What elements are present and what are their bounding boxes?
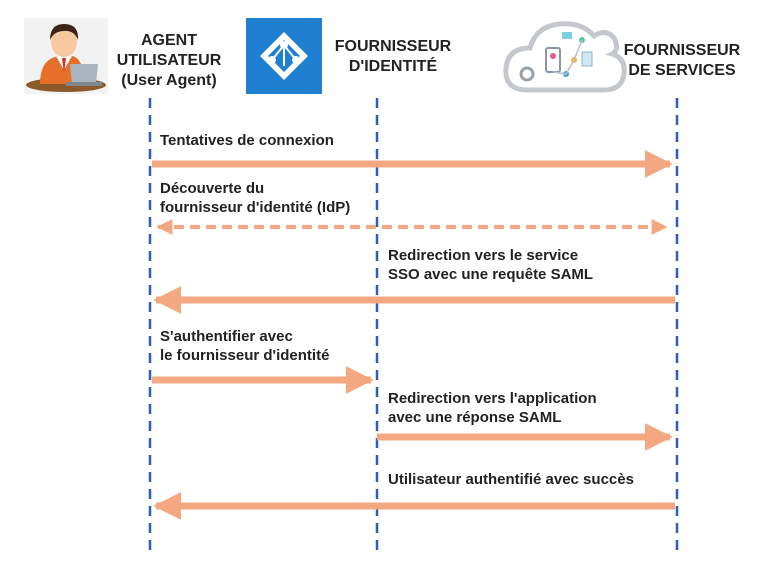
message-label-line: Utilisateur authentifié avec succès: [388, 471, 634, 488]
message-label-idp-discovery: Découverte du fournisseur d'identité (Id…: [160, 179, 350, 217]
message-label-line: Redirection vers l'application: [388, 390, 597, 407]
azure-ad-pyramid-icon: [246, 18, 322, 94]
actor-label-line: (User Agent): [121, 72, 217, 89]
actor-label-agent: AGENT UTILISATEUR (User Agent): [110, 31, 228, 91]
message-label-auth-success: Utilisateur authentifié avec succès: [388, 470, 634, 489]
message-label-redirect-app: Redirection vers l'application avec une …: [388, 389, 597, 427]
message-label-line: Découverte du: [160, 180, 265, 197]
message-label-line: S'authentifier avec: [160, 328, 293, 345]
cloud-network-icon: [503, 21, 627, 93]
message-label-line: avec une réponse SAML: [388, 409, 562, 426]
message-label-line: Redirection vers le service: [388, 247, 579, 264]
message-label-authenticate: S'authentifier avec le fournisseur d'ide…: [160, 327, 329, 365]
message-label-line: fournisseur d'identité (IdP): [160, 199, 351, 216]
actor-label-line: UTILISATEUR: [116, 52, 222, 69]
actor-label-line: FOURNISSEUR: [334, 38, 452, 55]
message-label-line: Tentatives de connexion: [160, 132, 334, 149]
actor-label-line: DE SERVICES: [628, 62, 736, 79]
actor-label-sp: FOURNISSEUR DE SERVICES: [614, 41, 750, 81]
message-label-redirect-sso: Redirection vers le service SSO avec une…: [388, 246, 593, 284]
person-at-laptop-icon: [24, 18, 108, 94]
message-label-line: le fournisseur d'identité: [160, 347, 330, 364]
actor-label-line: FOURNISSEUR: [623, 42, 741, 59]
message-label-connection-attempts: Tentatives de connexion: [160, 131, 334, 150]
actor-label-idp: FOURNISSEUR D'IDENTITÉ: [326, 37, 460, 77]
message-label-line: SSO avec une requête SAML: [388, 266, 594, 283]
actor-label-line: AGENT: [141, 32, 197, 49]
actor-label-line: D'IDENTITÉ: [348, 58, 438, 75]
